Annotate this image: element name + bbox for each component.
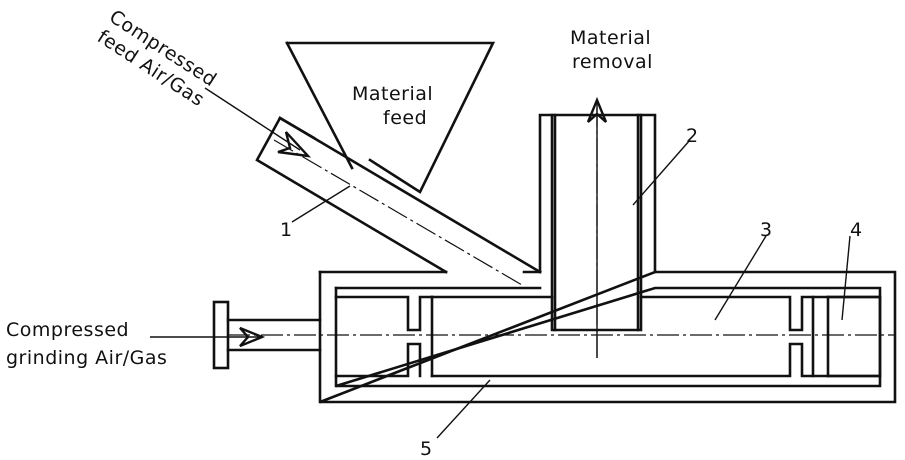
callout-3: 3 [760,219,773,241]
material-removal-label-line2: removal [572,51,653,73]
material-feed-label-line1: Material [352,83,433,105]
mill-housing [318,270,897,404]
callout-2: 2 [686,125,699,147]
grinding-air-label-line2: grinding Air/Gas [6,347,167,369]
flow-arrows [150,87,608,358]
callout-leaders [291,139,851,439]
material-removal-arrowhead [586,96,608,123]
callout-4: 4 [850,219,863,241]
grinding-air-label-line1: Compressed [6,319,129,341]
callout-1: 1 [280,219,293,241]
material-feed-label-line2: feed [383,107,427,129]
material-removal-label-line1: Material [570,27,651,49]
feed-air-arrowhead [277,131,312,158]
grinding-chamber [334,295,882,378]
callout-5: 5 [420,438,433,460]
discharge-tube [538,113,657,332]
feed-pipe [255,116,542,274]
labels: Compressed feed Air/Gas Material feed Ma… [6,6,863,460]
material-hopper [285,41,496,194]
feed-air-arrow [204,87,301,151]
grinding-air-arrowhead [239,326,266,348]
